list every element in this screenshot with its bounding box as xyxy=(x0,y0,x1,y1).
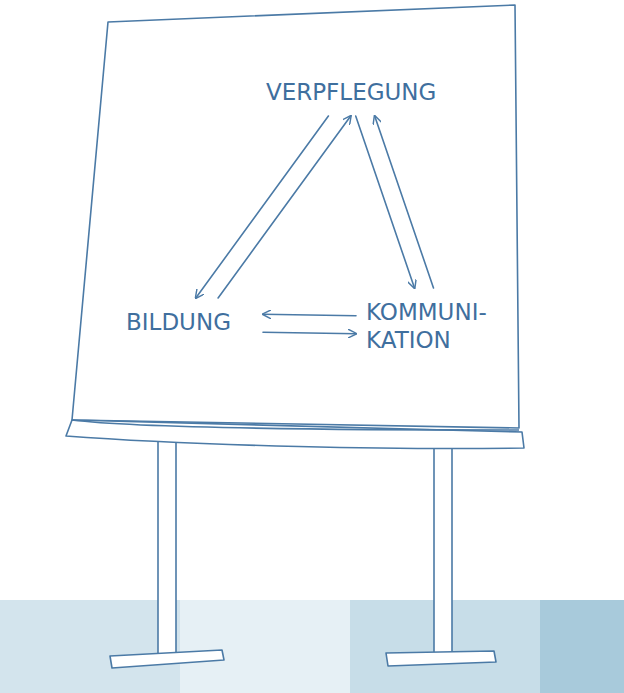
floor-band xyxy=(0,600,180,693)
arrow-connector xyxy=(263,332,356,334)
stand-leg xyxy=(158,438,176,655)
handwritten-term: BILDUNG xyxy=(122,304,257,340)
stand-foot xyxy=(110,650,224,668)
arrow-connector xyxy=(263,314,356,316)
handwritten-term: VERPFLEGUNG xyxy=(262,74,452,110)
flipchart-paper xyxy=(72,5,519,428)
term-text: BILDUNG xyxy=(126,308,253,336)
handwritten-term: KOMMUNI- KATION xyxy=(362,294,512,358)
paper-fold xyxy=(72,420,519,430)
stand-foot xyxy=(386,651,496,666)
arrow-connector xyxy=(196,116,329,298)
floor-band xyxy=(540,600,624,693)
arrow-connector xyxy=(356,116,415,288)
paper-ledge xyxy=(66,420,524,449)
arrow-connector xyxy=(375,116,434,288)
stand-leg xyxy=(434,440,452,655)
term-text: VERPFLEGUNG xyxy=(266,78,448,106)
floor-band xyxy=(180,600,350,693)
term-text: KOMMUNI- KATION xyxy=(366,298,508,354)
arrow-connector xyxy=(218,116,351,298)
